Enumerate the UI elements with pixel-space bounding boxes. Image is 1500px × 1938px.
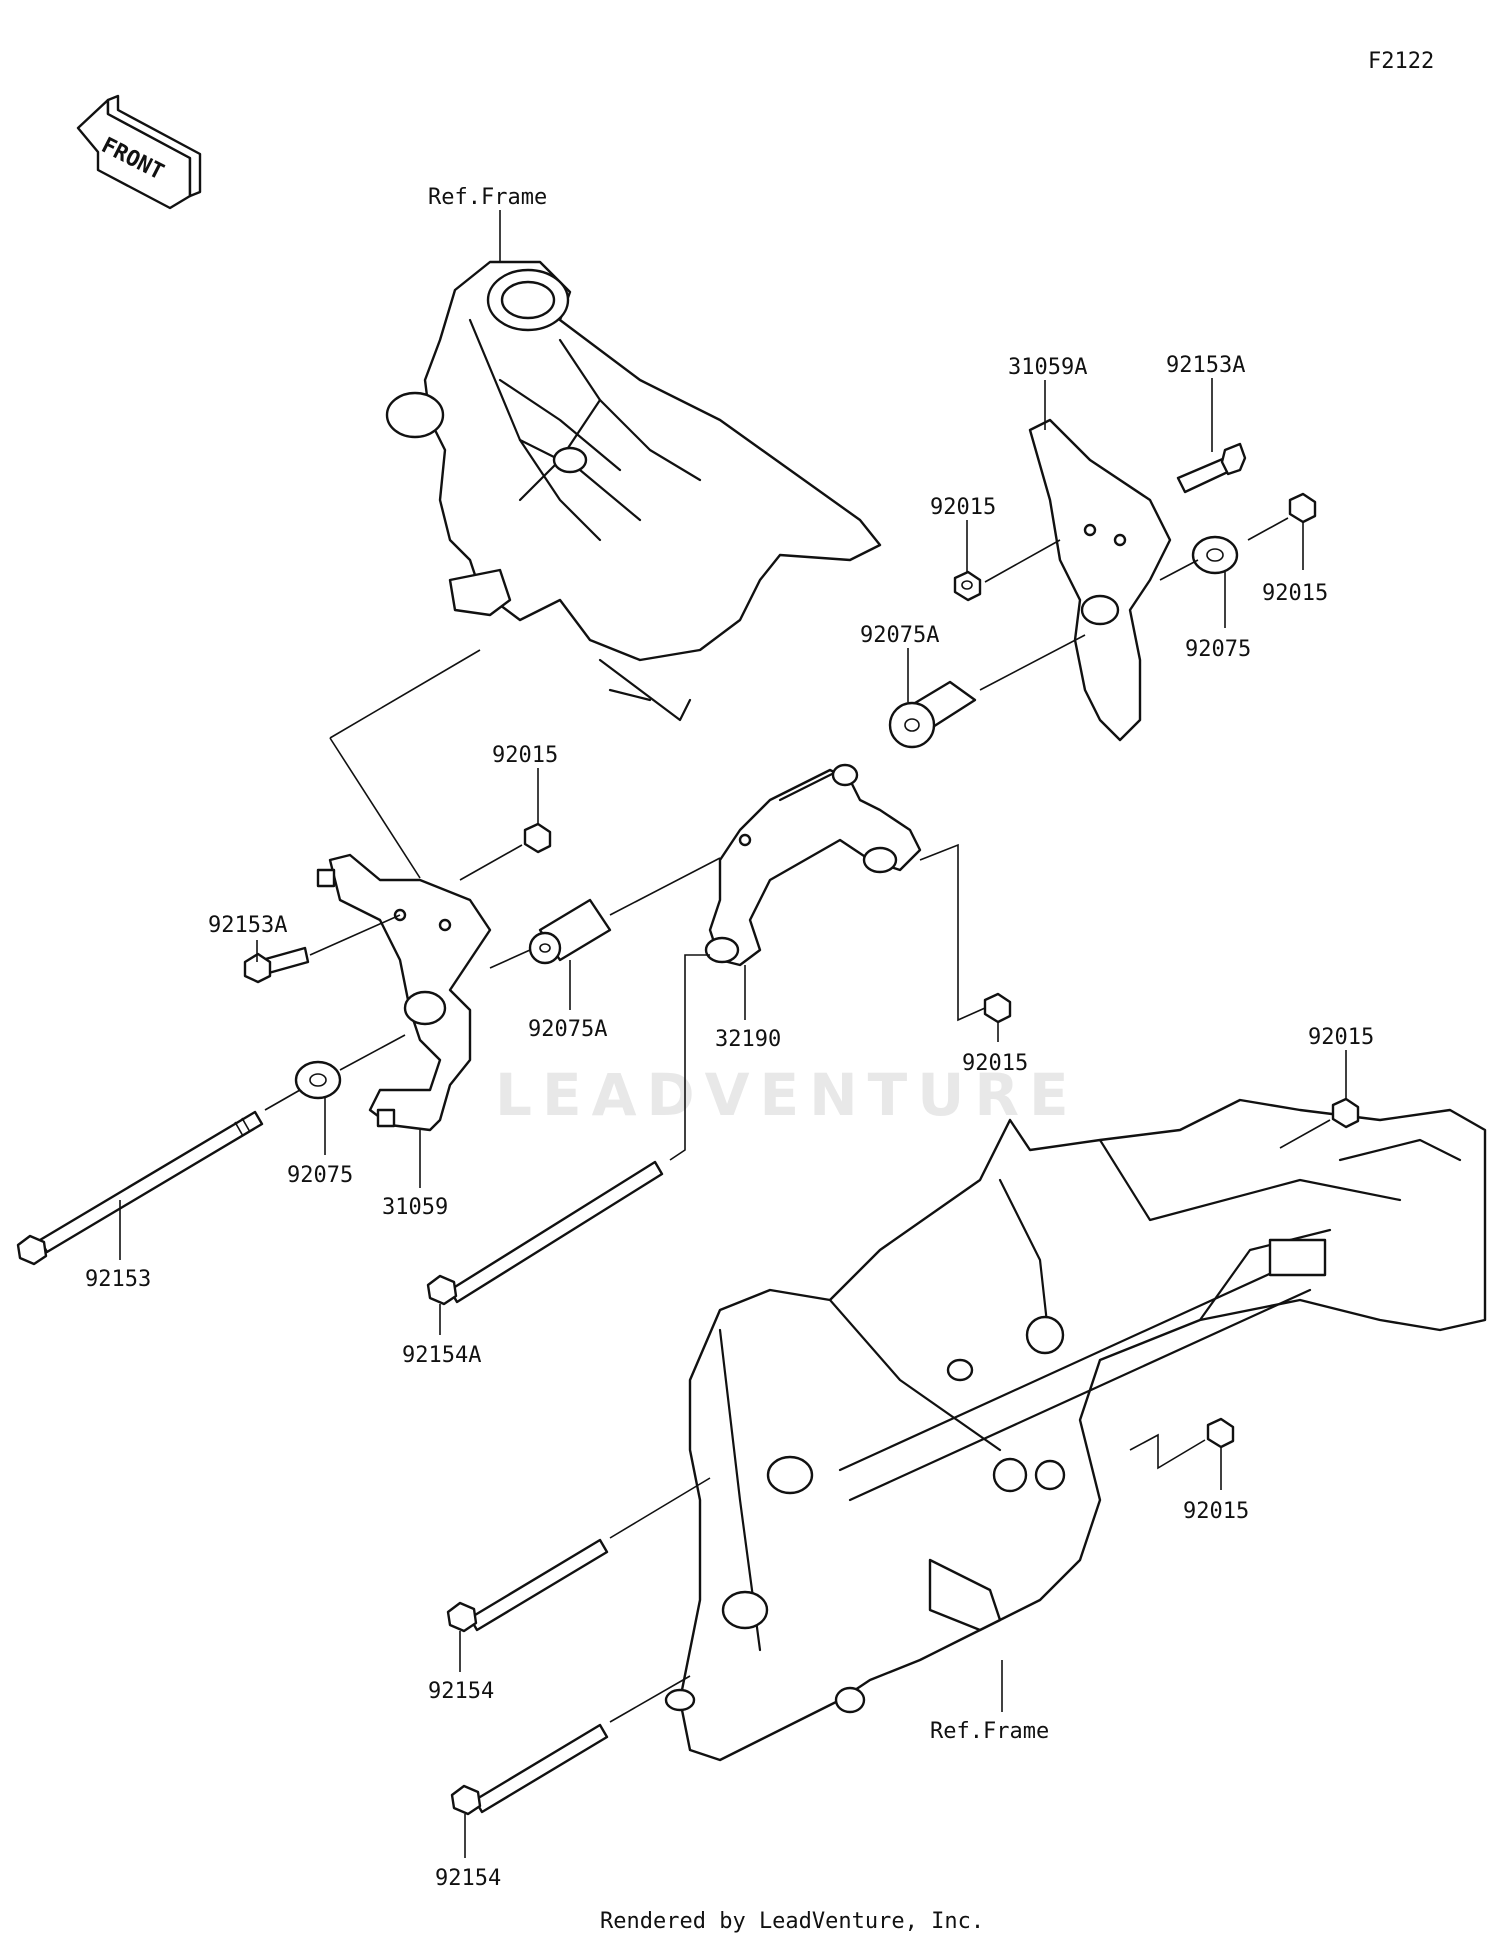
- nut-92015-d: [983, 992, 1012, 1024]
- part-label-92154A: 92154A: [402, 1343, 481, 1368]
- bushing-92075A-top: [888, 680, 977, 749]
- part-label-92153: 92153: [85, 1267, 151, 1292]
- part-label-92015-d: 92015: [962, 1051, 1028, 1076]
- part-label-31059A: 31059A: [1008, 355, 1087, 380]
- nut-92015-b: [1288, 492, 1317, 524]
- part-label-92015-c: 92015: [492, 743, 558, 768]
- bushing-92075A-mid: [528, 898, 612, 965]
- part-label-92154-a: 92154: [428, 1679, 494, 1704]
- nut-92015-a: [953, 570, 982, 602]
- part-label-31059: 31059: [382, 1195, 448, 1220]
- ref-frame-label-top: Ref.Frame: [428, 185, 547, 210]
- diagram-code: F2122: [1368, 49, 1434, 74]
- upper-frame-section: [385, 260, 882, 722]
- mount-32190: [704, 763, 922, 967]
- bracket-31059: [316, 853, 492, 1132]
- part-label-92015-b: 92015: [1262, 581, 1328, 606]
- part-label-92075A-top: 92075A: [860, 623, 939, 648]
- washer-92075-left: [294, 1060, 342, 1100]
- watermark: LEADVENTURE: [495, 1061, 1079, 1129]
- nut-92015-c: [523, 822, 552, 854]
- washer-92075-top: [1191, 535, 1239, 575]
- bolt-92153A-top: [1176, 442, 1247, 494]
- part-label-92015-e: 92015: [1308, 1025, 1374, 1050]
- part-label-92075-top: 92075: [1185, 637, 1251, 662]
- part-label-92154-b: 92154: [435, 1866, 501, 1891]
- bolt-92154-b: [450, 1723, 609, 1816]
- ref-frame-label-bottom: Ref.Frame: [930, 1719, 1049, 1744]
- footer-credit: Rendered by LeadVenture, Inc.: [600, 1909, 984, 1934]
- lower-frame-section: [664, 1098, 1487, 1762]
- bolt-92153: [16, 1110, 264, 1266]
- bracket-31059A: [1028, 418, 1172, 742]
- part-label-92153A-left: 92153A: [208, 913, 287, 938]
- part-label-92075A-mid: 92075A: [528, 1017, 607, 1042]
- part-label-92153A-top: 92153A: [1166, 353, 1245, 378]
- bolt-92154-a: [446, 1538, 609, 1633]
- part-label-92075-left: 92075: [287, 1163, 353, 1188]
- bolt-92153A-left: [243, 946, 310, 984]
- part-label-92015-f: 92015: [1183, 1499, 1249, 1524]
- front-direction-arrow-icon: FRONT: [76, 94, 202, 210]
- nut-92015-f: [1206, 1417, 1235, 1449]
- part-label-92015-a: 92015: [930, 495, 996, 520]
- part-label-32190: 32190: [715, 1027, 781, 1052]
- bolt-92154A: [426, 1160, 664, 1306]
